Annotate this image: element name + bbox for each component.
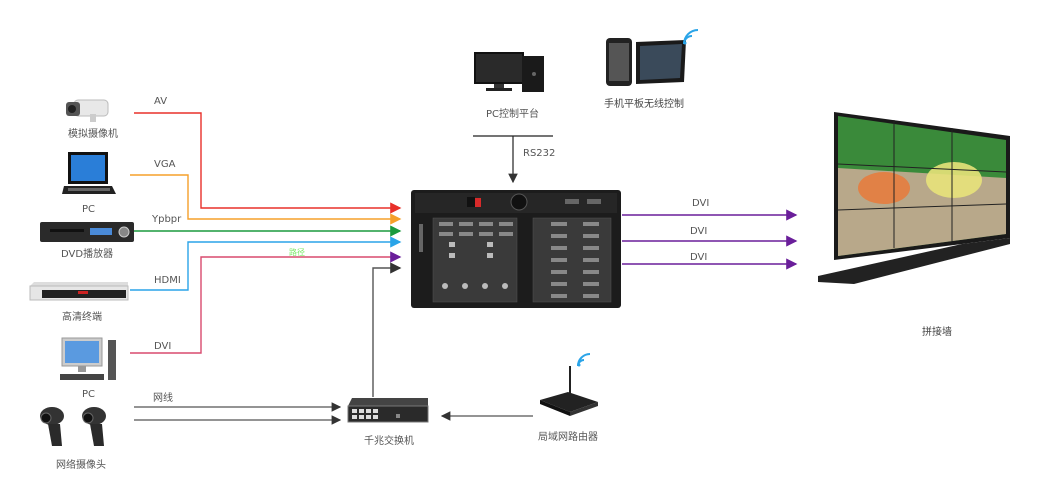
- router-label: 局域网路由器: [538, 432, 598, 443]
- hd-terminal: [28, 280, 132, 308]
- dvi-out-3-label: DVI: [690, 252, 708, 263]
- desktop-computer-icon: [474, 52, 544, 92]
- video-wall-label: 拼接墙: [922, 327, 952, 338]
- dvd-player-label: DVD播放器: [61, 249, 114, 260]
- dvi-out-1-label: DVI: [692, 198, 710, 209]
- lan-router: [538, 352, 608, 420]
- rs232-label: RS232: [523, 148, 556, 159]
- video-wall: [814, 108, 1014, 296]
- network-cameras: [38, 404, 118, 454]
- network-cameras-label: 网络摄像头: [56, 460, 106, 471]
- signal-vga-label: VGA: [154, 159, 176, 170]
- gigabit-switch: [346, 396, 430, 430]
- signal-lan-label: 网线: [153, 393, 173, 404]
- analog-camera-label: 模拟摄像机: [68, 129, 118, 140]
- signal-av-label: AV: [154, 96, 168, 107]
- laptop-icon: [62, 152, 116, 194]
- matrix-chassis-icon: [411, 190, 621, 308]
- phone-tablet-icon: [606, 29, 699, 86]
- camera-icon: [66, 99, 109, 122]
- analog-camera: [64, 96, 110, 128]
- dvd-player: [40, 220, 136, 248]
- wire-network-uplink: [372, 262, 402, 397]
- laptop-pc: [62, 150, 122, 200]
- path-annotation: 路径: [289, 248, 305, 257]
- webcam-icon: [40, 407, 106, 446]
- dvd-player-icon: [40, 222, 134, 242]
- signal-hdmi-label: HDMI: [154, 275, 181, 286]
- pc-control-platform: [472, 48, 548, 98]
- signal-dvi-in-label: DVI: [154, 341, 172, 352]
- signal-ypbpr-label: Ypbpr: [152, 214, 182, 225]
- hd-terminal-icon: [29, 282, 129, 301]
- wire-dvi-in: [130, 251, 402, 354]
- gigabit-switch-label: 千兆交换机: [364, 436, 414, 447]
- desktop-pc-icon: [60, 337, 116, 380]
- laptop-label: PC: [82, 204, 96, 215]
- desktop-pc: [60, 336, 120, 386]
- wire-vga: [130, 174, 402, 225]
- wireless-control: [604, 28, 704, 96]
- wire-av: [134, 112, 402, 214]
- pc-control-label: PC控制平台: [486, 109, 540, 120]
- network-switch-icon: [347, 398, 429, 423]
- matrix-switcher: [411, 190, 621, 312]
- hd-terminal-label: 高清终端: [62, 312, 102, 323]
- desktop-pc-label: PC: [82, 389, 96, 400]
- wire-hdmi: [130, 236, 402, 291]
- dvi-out-2-label: DVI: [690, 226, 708, 237]
- video-wall-icon: [818, 112, 1010, 284]
- router-icon: [540, 353, 598, 416]
- wireless-control-label: 手机平板无线控制: [604, 99, 684, 110]
